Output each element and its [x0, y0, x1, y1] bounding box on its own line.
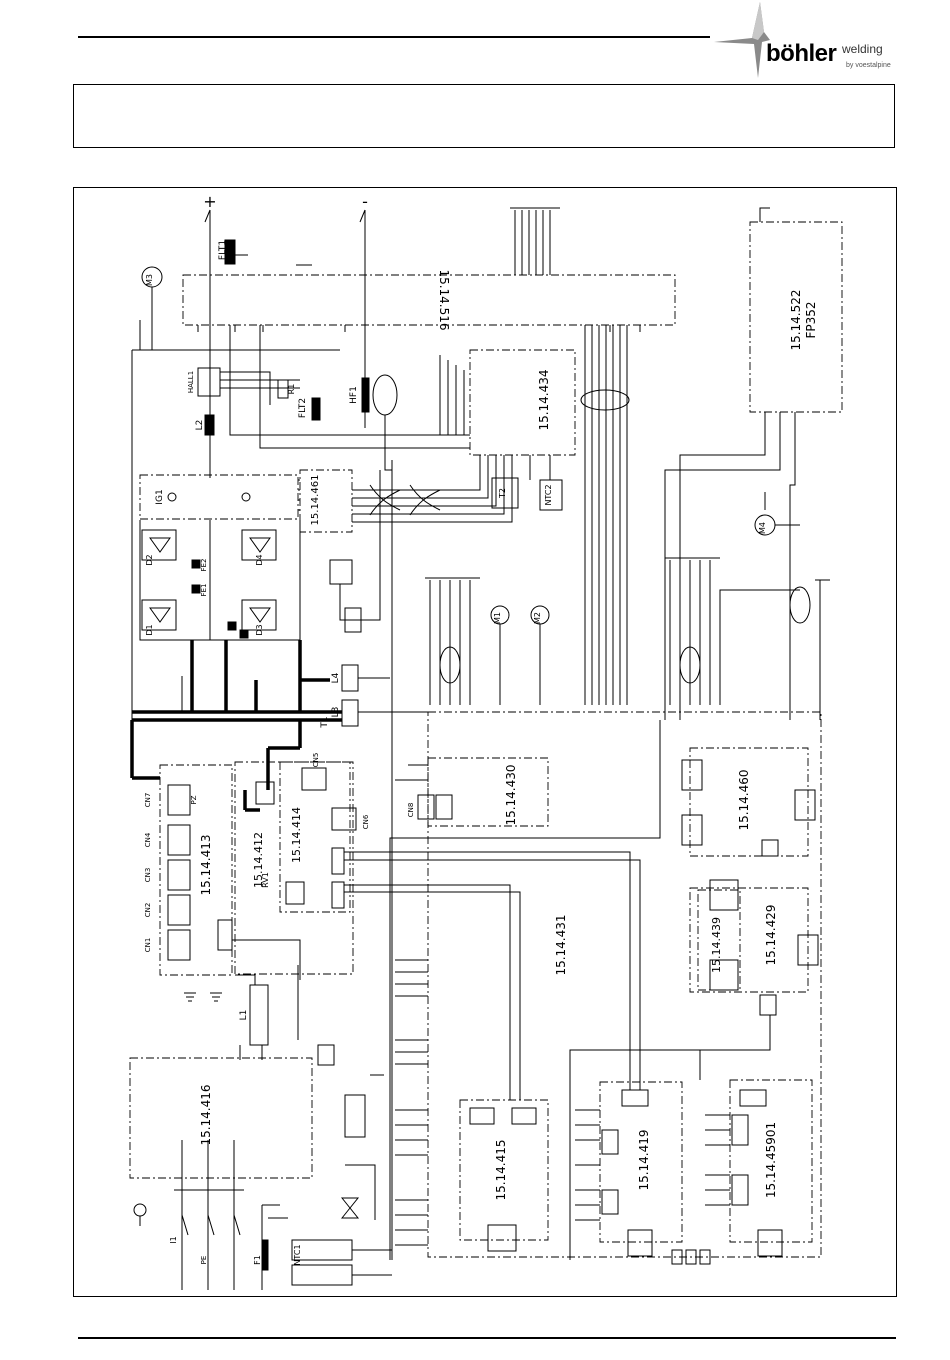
label-b412: 15.14.412	[252, 832, 265, 888]
label-b415: 15.14.415	[494, 1139, 508, 1200]
brand-logo: böhler welding by voestalpine	[712, 2, 912, 78]
board-15-14-434	[469, 349, 576, 456]
label-t1: T1	[320, 716, 330, 728]
board-15-14-430	[427, 757, 549, 827]
label-cn3: CN3	[144, 868, 152, 883]
brand-name: böhler	[766, 40, 837, 67]
label-cn5: CN5	[312, 753, 320, 768]
label-pz: PZ	[190, 795, 198, 804]
label-hf1: HF1	[349, 386, 359, 404]
label-flt1: FLT1	[218, 240, 228, 260]
label-d4: D4	[255, 554, 264, 565]
label-cn6: CN6	[362, 814, 370, 829]
board-15-14-412	[234, 761, 354, 975]
board-15-14-429	[689, 887, 809, 993]
label-b419: 15.14.419	[637, 1129, 651, 1190]
label-ig1: IG1	[155, 489, 165, 504]
label-b414: 15.14.414	[290, 807, 303, 863]
label-cn4: CN4	[144, 832, 152, 847]
label-flt2: FLT2	[298, 398, 308, 418]
label-plus: +	[203, 192, 216, 211]
board-15-14-431	[427, 711, 822, 1258]
label-b434: 15.14.434	[537, 369, 551, 430]
board-15-14-416	[129, 1057, 313, 1179]
label-b461: 15.14.461	[310, 475, 321, 526]
board-15-14-460	[689, 747, 809, 857]
board-15-14-461	[299, 469, 353, 533]
diagram-frame	[73, 187, 897, 1297]
footer-rule	[78, 1337, 896, 1339]
ig1-module	[139, 474, 299, 520]
label-hall1: HALL1	[187, 371, 195, 393]
board-15-14-516	[182, 274, 676, 326]
label-b416: 15.14.416	[199, 1084, 213, 1145]
label-b516: 15.14.516	[437, 269, 451, 330]
brand-by: by voestalpine	[846, 62, 891, 69]
title-box	[73, 84, 895, 148]
label-cn1: CN1	[144, 938, 152, 953]
label-b430: 15.14.430	[504, 764, 518, 825]
board-15-14-45901	[729, 1079, 813, 1243]
label-bfp: FP352	[804, 301, 818, 338]
star-logo-icon	[714, 2, 770, 78]
label-i1: I1	[169, 1236, 178, 1243]
board-15-14-413	[159, 764, 233, 976]
label-d2: D2	[145, 554, 154, 565]
label-ntc1: NTC1	[293, 1244, 302, 1265]
label-r1: R1	[287, 384, 296, 395]
board-15-14-414	[279, 761, 351, 913]
label-cn7: CN7	[144, 793, 152, 808]
label-pe: PE	[200, 1256, 208, 1265]
label-ntc2: NTC2	[544, 484, 553, 505]
label-b460: 15.14.460	[737, 769, 751, 830]
board-15-14-415	[459, 1099, 549, 1241]
label-d3: D3	[255, 624, 264, 635]
brand-sub: welding	[842, 42, 883, 56]
label-b45901: 15.14.45901	[764, 1122, 778, 1198]
label-l1: L1	[239, 1010, 249, 1021]
label-m2: M2	[533, 612, 542, 624]
label-fe1: FE1	[200, 584, 208, 597]
label-m4: M4	[758, 522, 767, 534]
label-b413: 15.14.413	[199, 834, 213, 895]
label-b429: 15.14.429	[764, 904, 778, 965]
label-m1: M1	[493, 612, 502, 624]
board-15-14-522	[749, 221, 843, 413]
label-l3: L3	[331, 707, 341, 718]
board-15-14-419	[599, 1081, 683, 1243]
label-fe2: FE2	[200, 559, 208, 572]
label-l2: L2	[195, 420, 205, 431]
label-l4: L4	[331, 672, 341, 683]
label-b522: 15.14.522	[789, 289, 803, 350]
label-f1: F1	[253, 1255, 262, 1265]
label-b431: 15.14.431	[554, 914, 568, 975]
label-b439: 15.14.439	[710, 917, 723, 973]
label-minus: -	[362, 192, 368, 211]
label-cn8: CN8	[407, 803, 415, 818]
label-cn2: CN2	[144, 903, 152, 918]
label-t2: T2	[498, 488, 507, 499]
label-d1: D1	[145, 624, 154, 635]
header-rule	[78, 36, 710, 38]
label-m3: M3	[145, 274, 154, 286]
label-rv1: RV1	[261, 872, 270, 888]
